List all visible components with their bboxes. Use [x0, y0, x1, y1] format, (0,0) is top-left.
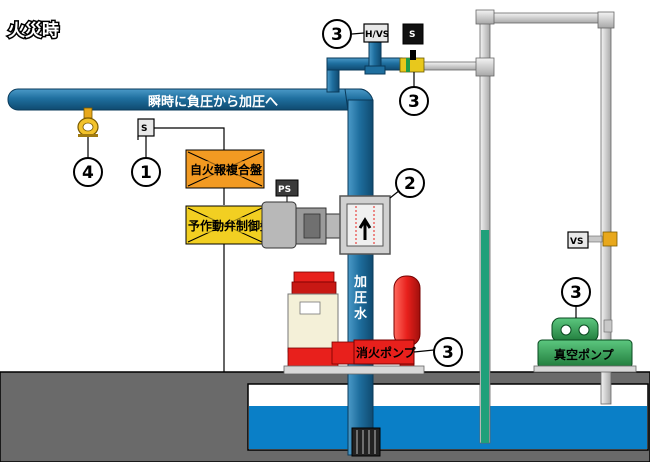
fire-alarm-panel-label: 自火報複合盤: [190, 162, 263, 177]
riser-label-1: 加: [353, 275, 367, 290]
riser-label-3: 水: [354, 306, 368, 322]
callout-switch-top: 3: [399, 72, 429, 116]
svg-text:VS: VS: [570, 237, 583, 247]
callout-fire-pump: 3: [413, 337, 463, 367]
fire-alarm-panel: 自火報複合盤: [185, 149, 265, 189]
svg-text:1: 1: [140, 163, 152, 183]
svg-text:3: 3: [442, 343, 454, 363]
valve-control-panel-label: 予作動弁制御盤: [188, 218, 273, 233]
svg-text:H/VS: H/VS: [365, 30, 389, 40]
pressure-switch-1: S: [137, 118, 155, 137]
switch-1-tag: S: [141, 124, 147, 134]
pipe-label: 瞬時に負圧から加圧へ: [148, 94, 278, 110]
tank-water: [249, 406, 647, 449]
pre-action-valve: [261, 195, 391, 255]
vacuum-pump-label: 真空ポンプ: [554, 347, 615, 362]
pressure-switch-top: S: [402, 23, 424, 45]
riser-label-2: 圧: [354, 291, 367, 306]
foot-valve: [351, 427, 381, 457]
page-title: 火災時: [8, 20, 59, 41]
svg-text:4: 4: [82, 163, 94, 183]
svg-text:3: 3: [331, 25, 343, 45]
vacuum-pump-unit: 真空ポンプ: [533, 317, 637, 373]
svg-text:2: 2: [404, 174, 416, 194]
main-pipe: [7, 39, 425, 456]
callout-switch-1: 1: [131, 136, 161, 187]
callout-sprinkler: 4: [73, 137, 103, 187]
vacuum-line: [399, 9, 618, 444]
vs-gauge: VS: [567, 231, 589, 249]
sprinkler-head-icon: [77, 107, 99, 137]
fire-pump-label: 消火ポンプ: [356, 345, 417, 360]
svg-text:S: S: [409, 30, 415, 40]
fire-pump-unit: 消火ポンプ: [283, 271, 425, 375]
hvs-gauge: H/VS: [363, 23, 389, 43]
callout-vacuum-pump: 3: [561, 277, 591, 318]
valve-control-panel: 予作動弁制御盤: [185, 205, 273, 245]
svg-text:PS: PS: [278, 185, 291, 195]
svg-text:3: 3: [570, 283, 582, 303]
ps-tag: PS: [275, 179, 299, 205]
callout-valve: 2: [389, 168, 425, 199]
callout-hvs: 3: [322, 19, 365, 49]
svg-text:3: 3: [408, 92, 420, 112]
